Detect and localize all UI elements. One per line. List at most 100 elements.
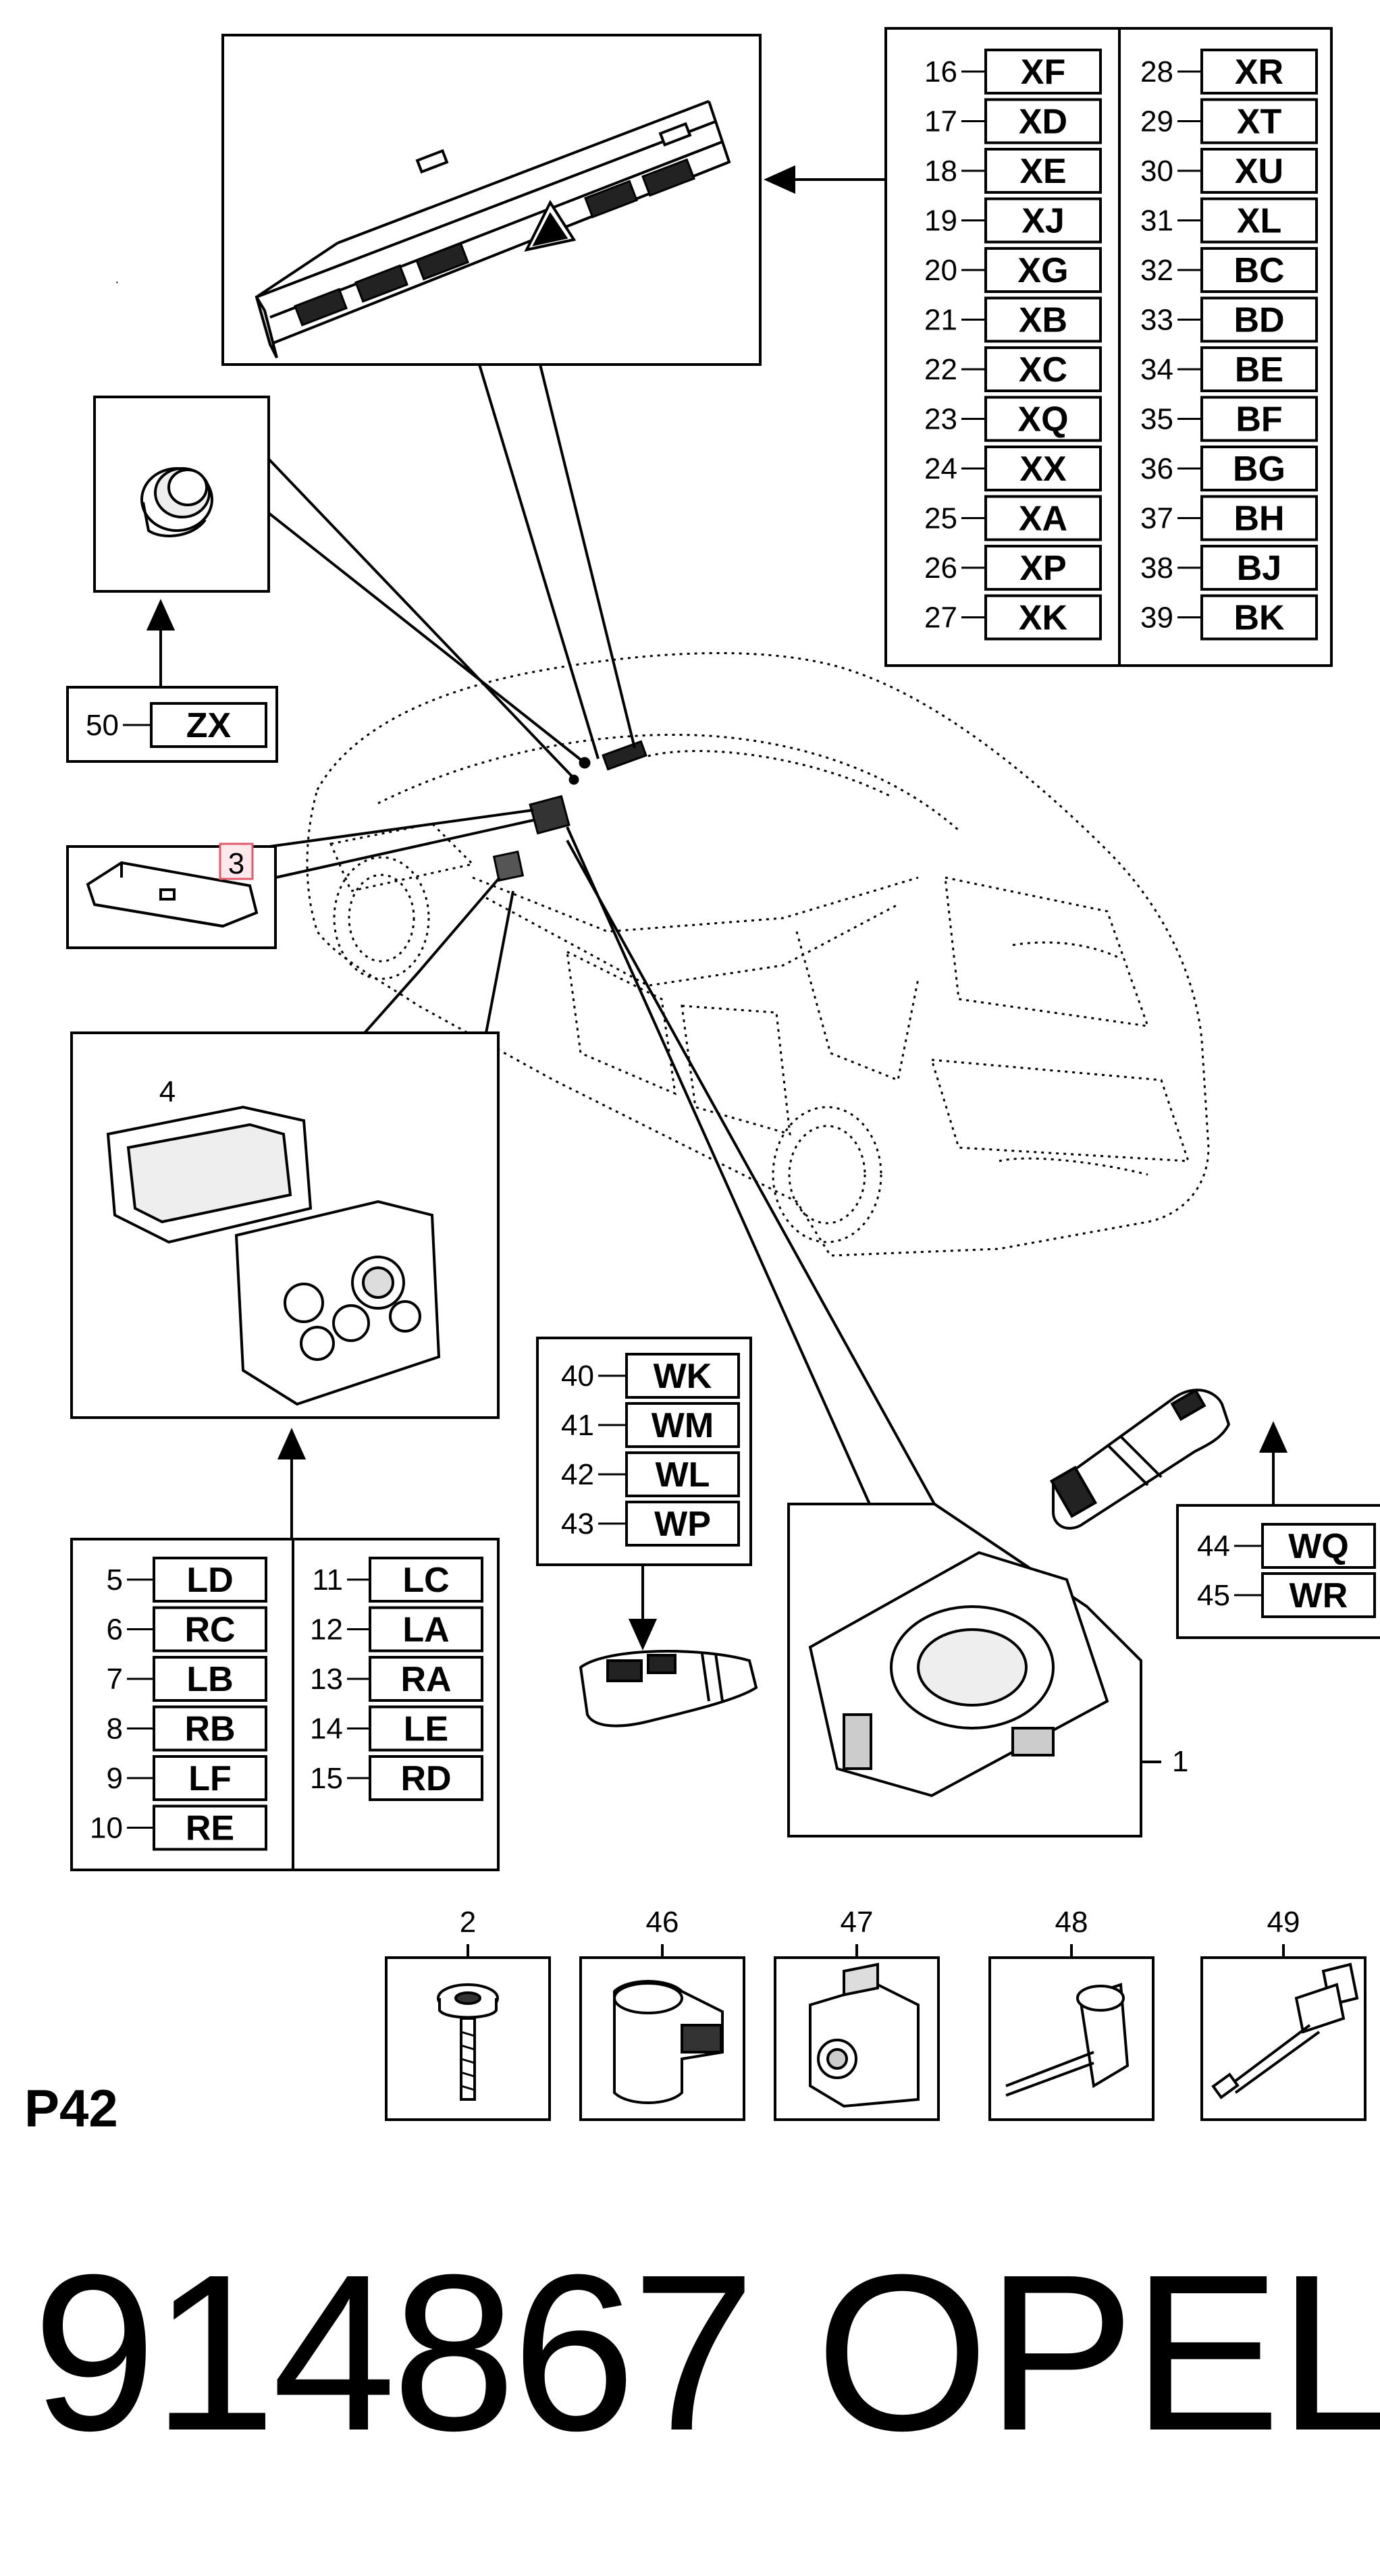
item-number: 28	[1140, 55, 1173, 88]
item-number: 33	[1140, 304, 1173, 337]
code-box	[1200, 594, 1318, 641]
part-code: WK	[654, 1357, 712, 1396]
steering-column-drawing	[808, 1551, 1109, 1798]
code-box	[1200, 396, 1318, 442]
item-number: 26	[924, 552, 957, 585]
part-code: LA	[402, 1611, 449, 1650]
part-code: XK	[1019, 599, 1068, 638]
part-code: XP	[1019, 549, 1066, 588]
pointer-arrows	[146, 165, 1288, 1651]
code-box	[153, 1606, 267, 1653]
code-box	[1200, 98, 1318, 144]
part-code: XT	[1237, 103, 1282, 142]
code-box	[984, 148, 1102, 194]
callout-3-highlight	[219, 842, 254, 880]
code-box	[369, 1755, 483, 1801]
item-number: 22	[924, 353, 957, 386]
code-box	[1200, 346, 1318, 392]
code-box	[153, 1705, 267, 1752]
item-number: 25	[924, 502, 957, 535]
item-number: 18	[924, 155, 957, 188]
part-code: RC	[184, 1611, 235, 1650]
item-number: 31	[1140, 205, 1173, 238]
item-number: 32	[1140, 254, 1173, 287]
start-button-illustration-box	[93, 396, 270, 593]
item-number: 39	[1140, 601, 1173, 635]
code-box	[369, 1705, 483, 1752]
item-number: 40	[561, 1360, 594, 1393]
part-46-drawing	[613, 1980, 724, 2104]
part-code: BG	[1233, 450, 1285, 489]
table-row: 26 XP	[924, 545, 1102, 591]
item-number: 8	[107, 1713, 123, 1746]
light-switch-drawing	[106, 1105, 441, 1406]
switch-panel-illustration-box	[221, 34, 762, 366]
code-box	[625, 1451, 740, 1497]
part-code: WP	[654, 1505, 711, 1544]
part-code: LE	[404, 1710, 448, 1749]
code-box	[1200, 296, 1318, 343]
code-box	[1200, 545, 1318, 591]
code-box	[1200, 247, 1318, 293]
item-3-illustration-box: 3	[66, 842, 277, 949]
part-48-drawing	[1005, 1983, 1130, 2097]
code-box	[153, 1656, 267, 1702]
code-box	[625, 1501, 740, 1547]
callout-3: 3	[228, 847, 244, 880]
item-number: 24	[924, 452, 957, 485]
code-box	[1200, 197, 1318, 244]
light-switch-illustration-box: 4	[70, 1031, 500, 1419]
item-number: 6	[107, 1613, 123, 1646]
code-box	[984, 49, 1102, 95]
part-48-box	[988, 1956, 1155, 2121]
part-code: XE	[1019, 152, 1066, 191]
callout-46: 46	[646, 1906, 679, 1939]
part-code: XU	[1235, 152, 1283, 191]
part-code: RE	[186, 1809, 234, 1848]
code-box	[153, 1557, 267, 1603]
table-row: 40 WK	[561, 1353, 740, 1399]
left-stalk-drawing	[579, 1650, 758, 1727]
part-49-drawing	[1211, 1962, 1359, 2099]
item-number: 13	[310, 1663, 343, 1696]
part-code: XF	[1021, 53, 1065, 92]
code-box	[1200, 446, 1318, 491]
catalog-number: 914867	[32, 2228, 755, 2477]
code-box	[625, 1402, 740, 1448]
part-code: WM	[652, 1406, 714, 1445]
item-number: 50	[86, 709, 119, 742]
code-box	[153, 1755, 267, 1801]
code-box	[369, 1606, 483, 1653]
item-number: 27	[924, 601, 957, 635]
item-number: 35	[1140, 403, 1173, 436]
part-code: XL	[1237, 202, 1281, 241]
item-number: 11	[312, 1563, 343, 1596]
code-box	[1200, 148, 1318, 194]
part-code: BH	[1233, 500, 1284, 539]
part-code: WL	[656, 1455, 710, 1495]
